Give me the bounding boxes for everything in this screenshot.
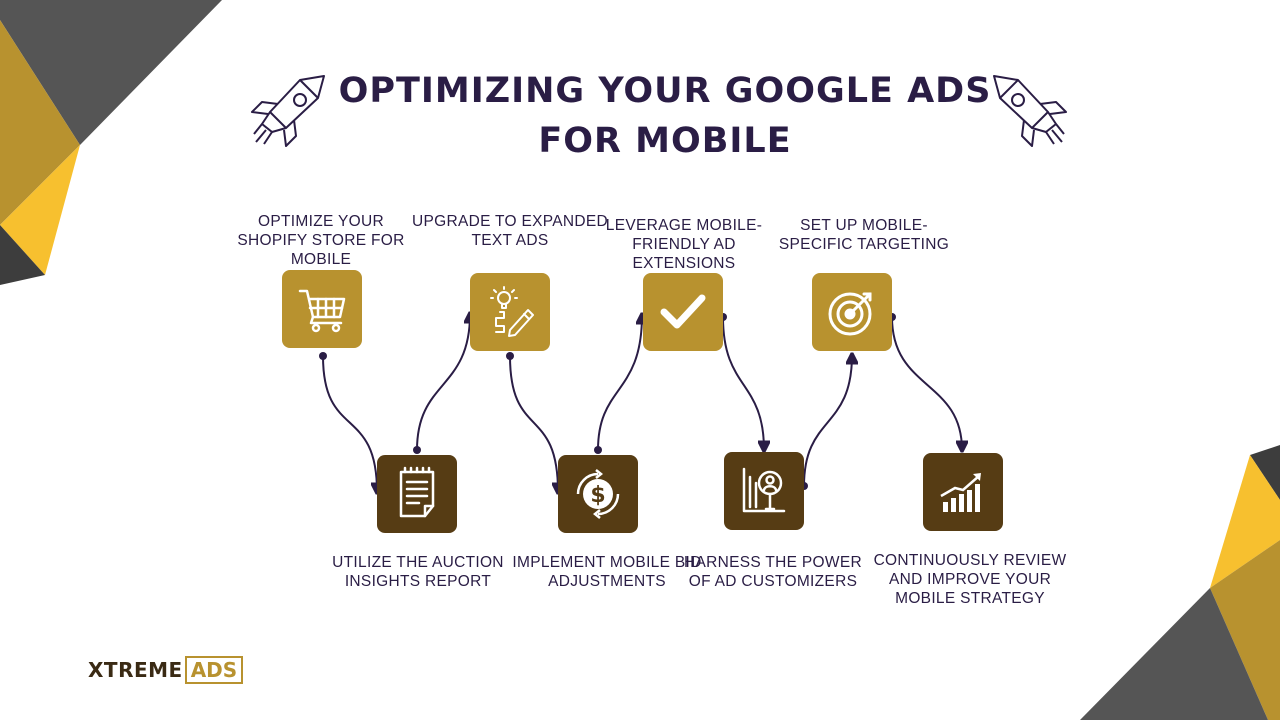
page-title: OPTIMIZING YOUR GOOGLE ADS FOR MOBILE (300, 66, 1030, 166)
step-7-box (812, 273, 892, 351)
rocket-icon-right (993, 75, 1067, 147)
step-1-box (282, 270, 362, 348)
step-4-box: $ (558, 455, 638, 533)
target-icon (828, 292, 872, 336)
step-6-label: HARNESS THE POWER OF AD CUSTOMIZERS (684, 554, 862, 590)
title-line-1: OPTIMIZING YOUR GOOGLE ADS (338, 71, 992, 111)
step-8-box (923, 453, 1003, 531)
lightbulb-pencil-icon (490, 286, 534, 337)
title-line-2: FOR MOBILE (538, 121, 792, 161)
step-4-label: IMPLEMENT MOBILE BID ADJUSTMENTS (512, 554, 702, 590)
rocket-icon-left (251, 75, 325, 147)
step-5-box (643, 273, 723, 351)
customizer-icon (742, 467, 786, 513)
svg-text:$: $ (590, 483, 605, 508)
corner-decoration-bottom-right (1080, 445, 1280, 720)
step-8-label: CONTINUOUSLY REVIEW AND IMPROVE YOUR MOB… (873, 552, 1067, 607)
step-2-box (377, 455, 457, 533)
report-icon (399, 466, 435, 518)
step-6-box (724, 452, 804, 530)
brand-logo: XTREME ADS (88, 655, 244, 685)
dollar-cycle-icon: $ (576, 469, 620, 519)
corner-decoration-top-left (0, 0, 222, 285)
step-5-label: LEVERAGE MOBILE-FRIENDLY AD EXTENSIONS (605, 217, 763, 272)
step-3-box (470, 273, 550, 351)
logo-text-primary: XTREME (88, 658, 183, 682)
shopping-cart-icon (298, 289, 346, 333)
growth-chart-icon (940, 473, 981, 512)
step-3-label: UPGRADE TO EXPANDED TEXT ADS (411, 213, 609, 249)
logo-text-box: ADS (184, 656, 244, 684)
checkmark-icon (660, 294, 706, 329)
step-7-label: SET UP MOBILE-SPECIFIC TARGETING (778, 217, 950, 253)
step-1-label: OPTIMIZE YOUR SHOPIFY STORE FOR MOBILE (237, 213, 405, 268)
step-2-label: UTILIZE THE AUCTION INSIGHTS REPORT (332, 554, 504, 590)
